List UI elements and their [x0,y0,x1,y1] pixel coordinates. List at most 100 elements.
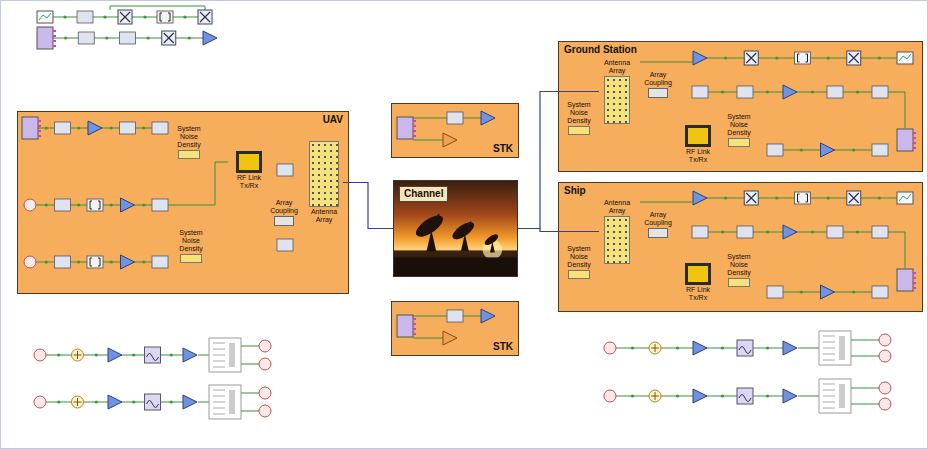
box-symbol [827,226,843,238]
amplifier-body [693,191,707,205]
adder-cross [74,351,82,359]
adder-cross [74,398,82,406]
box-symbol [692,86,708,98]
amplifier-body [481,111,495,125]
box-symbol [152,199,168,211]
bracket-mark [160,13,170,21]
wire-dot [103,15,106,18]
gauge-line [823,396,835,397]
amplifier-body [783,341,797,355]
signal-wire [241,393,259,394]
amplifier-body [481,309,495,323]
wire-dot [878,196,881,199]
gauge-line [213,396,225,397]
block-label: Array Coupling [267,199,301,215]
channel-title: Channel [399,186,448,202]
block-label: System Noise Density [561,101,597,125]
circ-symbol [259,405,271,417]
rf-link-connector [343,183,393,229]
gauge-body [209,338,241,372]
box-body [767,144,783,156]
signal-wire [700,92,880,93]
filt-symbol [737,340,753,356]
source-pin [53,45,56,47]
gauge-line [213,343,225,344]
wire-dot [631,346,634,349]
rf-block-icon [685,125,711,147]
plus-symbol [649,342,661,354]
source-pin [38,125,41,127]
filt-symbol [145,347,161,363]
filter-body [145,394,161,410]
mixer-body [198,10,212,24]
box-body [152,122,168,134]
block-label-box: RF Link Tx/Rx [229,151,269,190]
plus-symbol [72,349,84,361]
signal-wire [463,118,481,119]
tri-symbol [88,121,102,135]
signal-wire [413,338,443,339]
circ-symbol [604,342,616,354]
source-pin [913,142,916,144]
source-body [397,117,413,139]
gauge-bar [229,343,235,367]
gauge-line [213,361,225,362]
circ-symbol [24,256,36,268]
box-body [737,226,753,238]
box-body [55,256,71,268]
signal-wire [640,202,692,203]
src-symbol [897,269,916,291]
source-pin [413,120,416,122]
src-symbol [22,117,41,139]
otri-symbol [443,133,457,147]
tri-symbol [783,225,797,239]
box-body [827,226,843,238]
system-panel: Ground StationAntenna ArrayArray Couplin… [558,41,923,172]
wire-dot [766,90,769,93]
block-label-box: System Noise Density [721,113,757,147]
block-label-box: System Noise Density [561,101,597,135]
signal-wire [640,62,692,63]
bracket-symbol [87,256,103,268]
coup-block-icon [274,216,294,226]
port-circle [24,256,36,268]
wire-dot [766,230,769,233]
tri-symbol [108,395,122,409]
amplifier-body [121,198,135,212]
gauge-symbol [209,338,241,372]
source-body [897,269,913,291]
gauge-bar [839,384,845,408]
signal-wire [241,346,259,347]
wire-dot [45,203,48,206]
gauge-line [823,354,835,355]
signal-wire [851,356,879,357]
filter-wave [147,401,159,408]
box-body [78,32,94,44]
amplifier-body [108,395,122,409]
src-symbol [397,117,416,139]
otri-symbol [443,331,457,345]
wire-dot [45,126,48,129]
tri-symbol [108,348,122,362]
wire-dot [724,56,727,59]
source-pin [53,40,56,42]
amplifier-body [783,389,797,403]
sink-symbol [37,11,53,23]
source-pin [38,130,41,132]
mix-symbol [118,10,132,24]
wire-dot [827,56,830,59]
signal-wire [798,348,819,349]
gauge-line [823,360,835,361]
rf-link-connector [518,92,599,229]
dish-feed [429,214,439,226]
wire-dot [852,148,855,151]
dish-reflector [450,219,477,242]
wire-dot [811,230,814,233]
plus-symbol [72,396,84,408]
bracket-mark [90,201,100,209]
gauge-body [819,379,851,413]
ant-block-icon [604,216,630,264]
bracket-symbol [795,192,811,204]
channel-box: Channel [393,180,518,277]
bracket-body [157,11,173,23]
